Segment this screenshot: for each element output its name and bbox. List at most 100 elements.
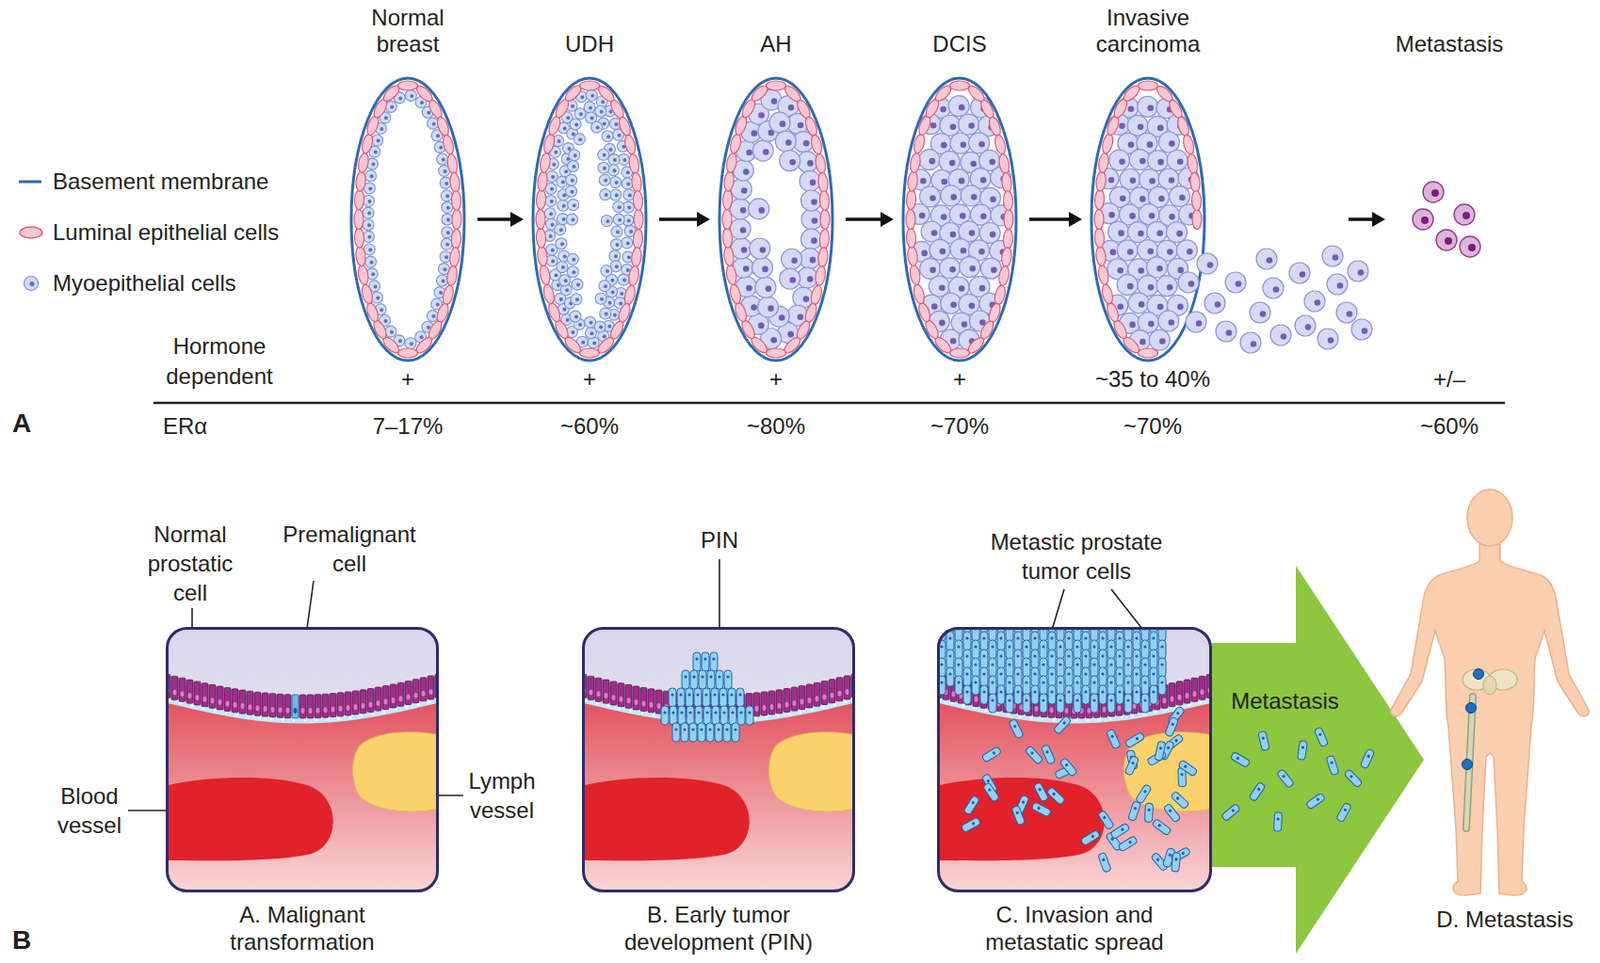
myoepithelial-cell [557, 199, 569, 211]
tumor-cell [1306, 792, 1326, 810]
table-cell: + [931, 366, 988, 393]
cell-nucleus [604, 311, 609, 316]
luminal-cell [1097, 152, 1110, 174]
cell-nucleus [770, 337, 777, 344]
cell-nucleus [1033, 636, 1036, 640]
luminal-cell [1138, 80, 1159, 91]
prostatic-cell [828, 679, 836, 704]
cell-nucleus [1266, 257, 1274, 264]
tumor-cell [1178, 759, 1198, 777]
cell-nucleus [218, 699, 223, 706]
tumor-cell [1163, 803, 1181, 824]
cell-nucleus [741, 246, 748, 254]
tumor-cell [1176, 240, 1197, 261]
tumor-cell [1014, 649, 1022, 669]
cell-nucleus [1109, 662, 1113, 666]
cell-nucleus [1116, 303, 1124, 310]
tumor-cell [997, 667, 1005, 687]
cell-nucleus [1337, 282, 1344, 290]
callout-label-wrap: Blood vessel [42, 781, 137, 841]
callout-label: Lymph vessel [454, 766, 550, 825]
luminal-cell [819, 228, 830, 250]
cell-nucleus [1100, 690, 1104, 694]
cell-nucleus [1066, 690, 1070, 694]
membrane-dot [833, 703, 837, 707]
cell-nucleus [939, 645, 943, 648]
prostatic-cell [216, 686, 224, 711]
luminal-cell [1095, 245, 1107, 267]
tumor-cell [1022, 658, 1031, 678]
cell-nucleus [919, 212, 926, 220]
cell-nucleus [614, 122, 618, 127]
cell-nucleus [316, 708, 321, 714]
membrane-dot [1120, 715, 1124, 719]
arrow-shaft [477, 217, 512, 222]
cell-nucleus [626, 170, 631, 175]
myoepithelial-cell [559, 274, 571, 287]
luminal-cell [354, 189, 365, 211]
cell-nucleus [1235, 280, 1243, 288]
tumor-cell [1124, 756, 1140, 777]
duct-drawing [719, 78, 833, 361]
panel-caption-wrap: D. Metastasis [1420, 905, 1590, 934]
tumor-cell [1144, 803, 1153, 823]
cell-nucleus [1033, 672, 1036, 676]
tumor-cell [698, 670, 707, 690]
stage-heading: Metastasis [1392, 31, 1506, 58]
cell-nucleus [791, 257, 798, 264]
cell-nucleus [808, 697, 812, 704]
cell-nucleus [1058, 698, 1062, 702]
cell-nucleus [929, 158, 937, 165]
metastatic-cell [1422, 181, 1444, 203]
tumor-cell [1065, 631, 1073, 651]
myoepithelial-cell [610, 189, 622, 201]
cell-nucleus [553, 150, 558, 155]
cell-nucleus [939, 662, 943, 666]
cell-nucleus [982, 672, 986, 676]
tissue-panel: A. Malignant transformation [165, 627, 439, 893]
cell-nucleus [989, 195, 997, 203]
tumor-cell [1098, 649, 1107, 669]
tumor-cell [1116, 240, 1138, 261]
cell-nucleus [941, 178, 949, 186]
cell-nucleus [441, 158, 446, 162]
cell-nucleus [1188, 280, 1196, 288]
tissue-drawing [581, 627, 856, 893]
membrane-dot [1041, 717, 1045, 721]
prostatic-cell [178, 678, 186, 702]
row-heading-wrap: ERα [162, 413, 239, 440]
cell-nucleus [1037, 788, 1042, 792]
tumor-cell [1115, 667, 1124, 687]
tumor-cell [1065, 685, 1073, 705]
cell-nucleus [391, 697, 396, 704]
cell-nucleus [550, 175, 555, 179]
prostatic-cell [254, 692, 261, 716]
tumor-cell [980, 685, 988, 705]
cell-nucleus [989, 231, 997, 239]
cell-nucleus [726, 675, 729, 679]
cell-nucleus [990, 698, 994, 702]
cell-nucleus [729, 693, 733, 696]
tumor-cell [954, 658, 963, 678]
cell-nucleus [1050, 636, 1053, 640]
luminal-cell [817, 172, 829, 194]
cell-nucleus [696, 711, 700, 714]
table-cell: ~70% [1100, 413, 1205, 440]
cell-nucleus [565, 115, 570, 120]
stage-duct-art [349, 76, 467, 363]
cell-nucleus [371, 162, 375, 167]
cell-nucleus [657, 703, 662, 710]
tissue-panel-art [581, 627, 856, 893]
cell-nucleus [1024, 698, 1028, 702]
cell-nucleus [1015, 810, 1019, 815]
tumor-cell [749, 238, 771, 259]
panel-letter-wrap: B [12, 927, 45, 954]
stage-duct: Invasive carcinoma [1089, 76, 1338, 363]
cell-nucleus [1108, 211, 1116, 219]
tumor-cell [1166, 222, 1188, 243]
cell-nucleus [617, 205, 622, 210]
cell-nucleus [770, 704, 775, 711]
cell-nucleus [1058, 645, 1062, 648]
myoepithelial-cell [613, 213, 625, 226]
cell-nucleus [712, 693, 716, 696]
